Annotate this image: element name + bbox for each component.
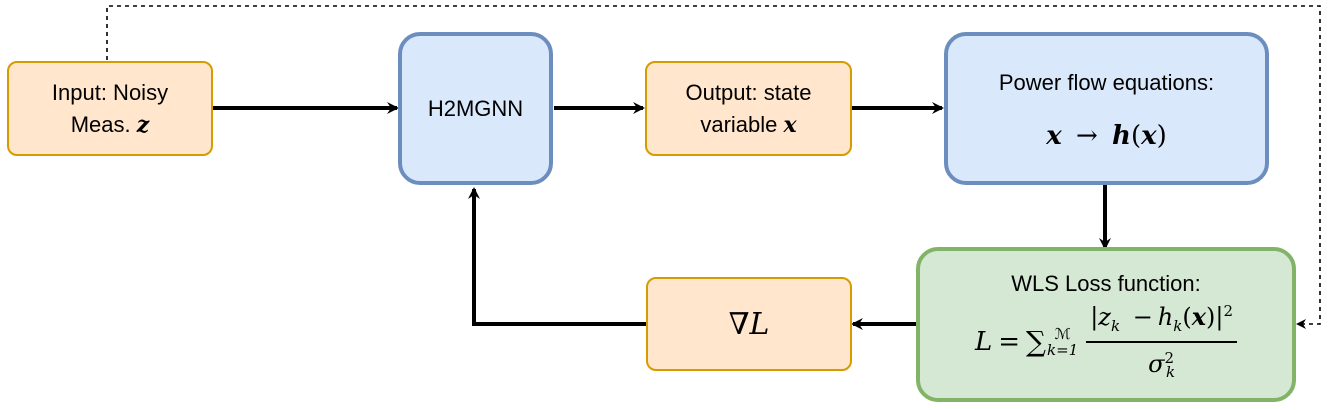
gradient-L: L	[749, 306, 770, 342]
input-symbol: z	[136, 111, 150, 138]
power-flow-formula: x → h(x)	[1046, 121, 1167, 151]
pf-close-paren: )	[1156, 120, 1167, 151]
dashed-arrow-input-to-wls	[106, 5, 1321, 329]
wls-z: z	[1098, 302, 1111, 331]
wls-formula: L = ∑ ℳ k=1 |zk −hk(x)|2 σ2k	[974, 301, 1238, 382]
gnn-label: H2MGNN	[427, 95, 524, 121]
input-line1: Input: Noisy	[51, 79, 169, 105]
wls-lhs: L	[974, 326, 993, 357]
wls-minus: −	[1132, 302, 1153, 331]
gnn-node: H2MGNN	[398, 32, 553, 185]
wls-eq: =	[998, 326, 1020, 357]
wls-fraction: |zk −hk(x)|2 σ2k	[1086, 301, 1238, 382]
wls-title: WLS Loss function:	[1011, 270, 1201, 296]
wls-sigma-pow: 2	[1164, 348, 1175, 367]
gradient-node: ∇L	[646, 277, 852, 371]
wls-h-sub: k	[1173, 316, 1183, 335]
wls-pow: 2	[1223, 301, 1234, 320]
gradient-formula: ∇L	[729, 307, 770, 342]
wls-sum-limits: ℳ k=1	[1047, 326, 1078, 358]
pf-arg: x	[1141, 120, 1157, 151]
wls-sum-group: ∑ ℳ k=1	[1026, 325, 1078, 358]
output-line2: variable x	[700, 109, 796, 141]
wls-sigma: σ	[1148, 349, 1165, 378]
output-node: Output: state variable x	[645, 61, 852, 156]
power-flow-node: Power flow equations: x → h(x)	[944, 32, 1269, 185]
wls-sigma-sub: k	[1166, 363, 1176, 382]
pf-lhs: x	[1046, 120, 1062, 151]
wls-z-sub: k	[1110, 316, 1121, 335]
output-line1: Output: state	[685, 79, 812, 105]
output-line2-text: variable	[700, 111, 778, 137]
wls-sum: ∑	[1026, 325, 1046, 358]
input-line2: Meas. z	[71, 109, 150, 141]
wls-numerator: |zk −hk(x)|2	[1086, 301, 1238, 343]
pf-open-paren: (	[1130, 120, 1142, 151]
wls-denominator: σ2k	[1148, 343, 1175, 382]
gradient-nabla: ∇	[728, 306, 750, 342]
wls-sum-upper: ℳ	[1054, 325, 1071, 343]
input-line2-text: Meas.	[70, 111, 131, 137]
arrow-gradient-to-gnn	[468, 187, 646, 326]
output-symbol: x	[783, 111, 797, 138]
input-node: Input: Noisy Meas. z	[7, 61, 213, 156]
power-flow-title: Power flow equations:	[998, 69, 1215, 95]
wls-h: h	[1157, 302, 1174, 331]
wls-x: x	[1191, 301, 1207, 331]
pf-func: h	[1112, 120, 1131, 151]
wls-loss-node: WLS Loss function: L = ∑ ℳ k=1 |zk −hk(x…	[916, 247, 1296, 402]
pf-arrow: →	[1075, 120, 1098, 151]
wls-sum-lower: k=1	[1047, 341, 1079, 359]
